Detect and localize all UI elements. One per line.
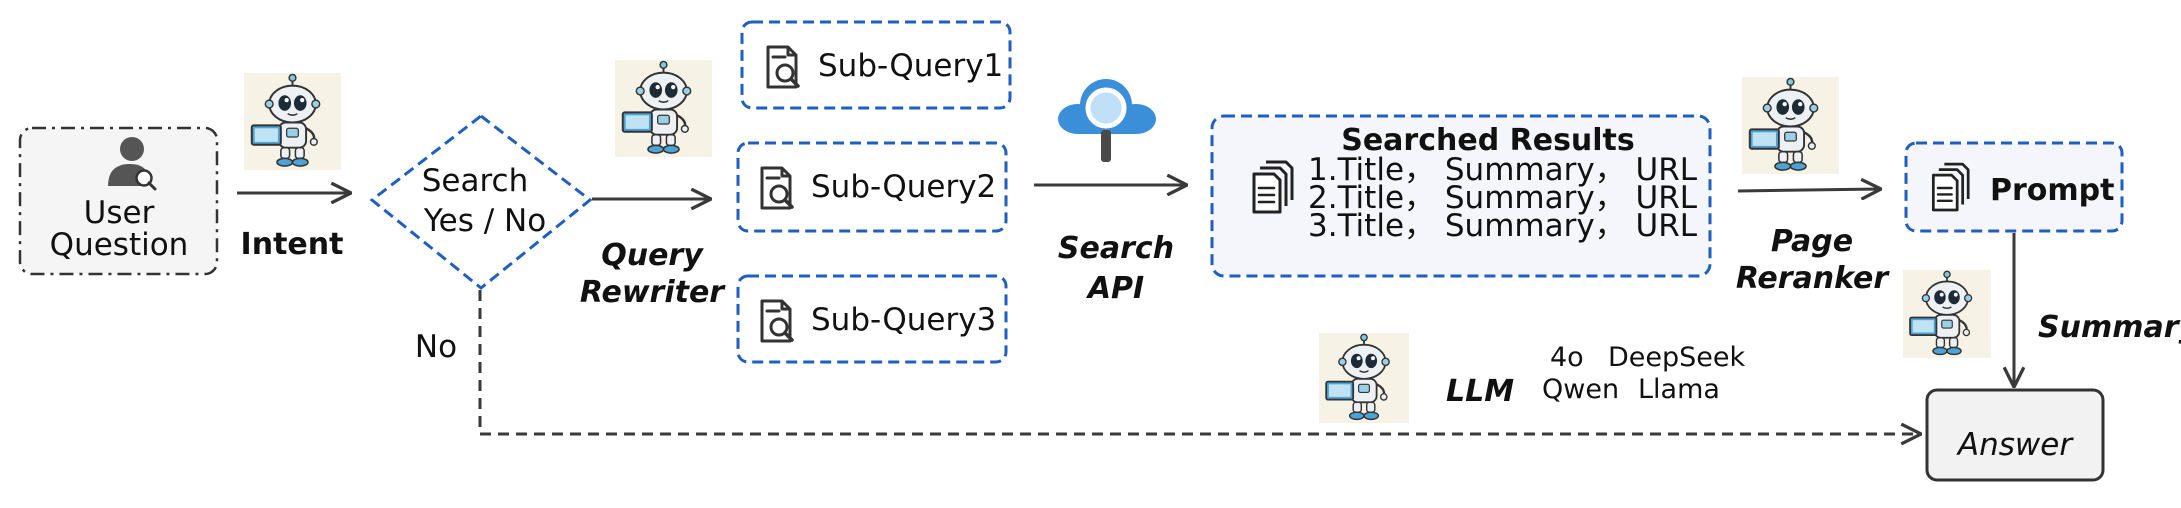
arrow-no-search [478, 290, 1920, 434]
robot-icon [1901, 270, 1993, 358]
user-question-line2: Question [50, 227, 189, 263]
user-question-node: User Question [18, 126, 219, 276]
answer-node: Answer [1925, 388, 2105, 482]
user-question-line1: User [84, 195, 155, 231]
query-rewriter-line2: Rewriter [580, 275, 726, 310]
llm-model: Qwen [1542, 374, 1619, 405]
user-icon [108, 137, 157, 191]
prompt-node: Prompt [1904, 141, 2124, 233]
result-item: 2.Title， Summary， URL [1308, 180, 1698, 216]
robot-icon [1317, 333, 1411, 423]
sub-query-3: Sub-Query3 [736, 274, 1008, 364]
query-rewriter-line1: Query [601, 238, 704, 273]
cloud-search-icon [1058, 79, 1156, 162]
search-api-line1: Search [1058, 231, 1174, 266]
intent-label: Intent [241, 227, 344, 262]
robot-icon [1742, 77, 1839, 174]
llm-label: LLM [1446, 374, 1514, 409]
sub-query-label: Sub-Query1 [818, 48, 1003, 84]
searched-results-title: Searched Results [1341, 123, 1635, 158]
search-api-line2: API [1086, 271, 1144, 306]
result-item: 3.Title， Summary， URL [1308, 208, 1698, 244]
llm-model: DeepSeek [1608, 342, 1746, 373]
search-decision-node: Search Yes / No [369, 114, 593, 290]
robot-icon [244, 73, 341, 170]
summary-label: Summary [2038, 310, 2181, 345]
sub-query-2: Sub-Query2 [736, 141, 1008, 233]
prompt-label: Prompt [1990, 173, 2114, 208]
decision-line2: Yes / No [423, 203, 546, 239]
llm-model: Llama [1638, 374, 1720, 405]
page-reranker-line2: Reranker [1736, 261, 1891, 296]
decision-line1: Search [422, 163, 529, 199]
result-item: 1.Title， Summary， URL [1308, 152, 1698, 188]
robot-icon [615, 60, 712, 157]
answer-label: Answer [1956, 427, 2074, 463]
sub-query-label: Sub-Query2 [811, 169, 996, 205]
no-label: No [415, 329, 457, 365]
sub-query-label: Sub-Query3 [811, 302, 996, 338]
searched-results-node: Searched Results 1.Title， Summary， URL 2… [1210, 114, 1712, 278]
arrow-page-reranker [1737, 189, 1880, 191]
llm-model: 4o [1550, 342, 1584, 373]
page-reranker-line1: Page [1771, 224, 1853, 259]
sub-query-1: Sub-Query1 [740, 20, 1012, 110]
